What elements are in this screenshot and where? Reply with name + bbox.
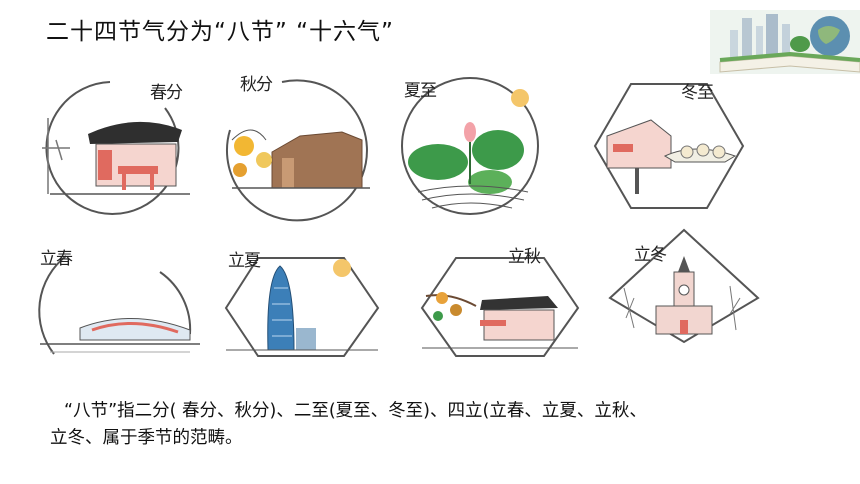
tile-lidong: 立冬	[608, 228, 760, 358]
lixia-illustration	[224, 257, 380, 357]
tile-lixia: 立夏	[222, 238, 382, 368]
tile-label-qiufen: 秋分	[240, 75, 273, 95]
qiufen-illustration	[225, 79, 370, 222]
lichun-illustration	[38, 255, 200, 355]
liqiu-illustration	[420, 257, 580, 357]
caption-line-2: 立冬、属于季节的范畴。	[50, 428, 243, 448]
tile-liqiu: 立秋	[420, 238, 580, 368]
tile-dongzhi: 冬至	[593, 78, 745, 218]
tile-label-lixia: 立夏	[228, 251, 261, 271]
caption-text: “八节”指二分( 春分、秋分)、二至(夏至、冬至)、四立(立春、立夏、立秋、 立…	[50, 398, 810, 452]
xiazhi-illustration	[401, 77, 539, 215]
chunfen-illustration	[42, 81, 190, 215]
dongzhi-illustration	[593, 83, 745, 209]
tile-qiufen: 秋分	[222, 70, 372, 222]
tile-label-liqiu: 立秋	[508, 247, 541, 267]
tile-label-chunfen: 春分	[150, 83, 183, 103]
tile-label-lichun: 立春	[40, 249, 73, 269]
tile-lichun: 立春	[38, 244, 200, 374]
tile-label-dongzhi: 冬至	[681, 83, 714, 103]
tile-chunfen: 春分	[40, 70, 190, 220]
caption-line-1: “八节”指二分( 春分、秋分)、二至(夏至、冬至)、四立(立春、立夏、立秋、	[64, 401, 647, 421]
slide-title: 二十四节气分为“八节” “十六气”	[46, 19, 394, 45]
tile-label-xiazhi: 夏至	[404, 81, 437, 101]
city-book-decoration	[710, 10, 860, 74]
tile-label-lidong: 立冬	[634, 245, 667, 265]
lidong-illustration	[608, 228, 760, 344]
tile-xiazhi: 夏至	[398, 74, 548, 224]
